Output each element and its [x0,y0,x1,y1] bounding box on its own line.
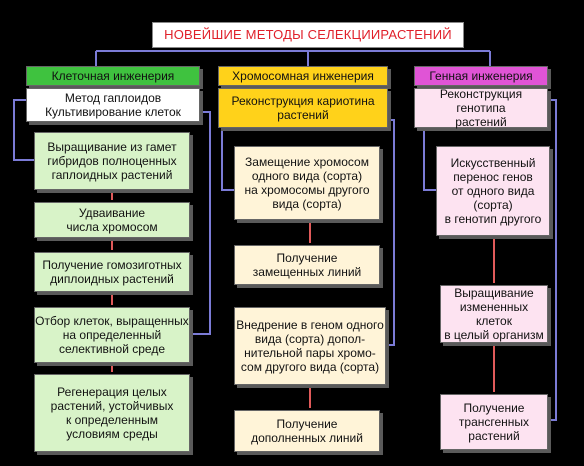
col2-step-4: Получение дополненных линий [234,410,380,452]
col1-left-bracket [13,99,34,161]
col2-right-bracket [386,119,395,346]
header-cell-engineering: Клеточная инженерия [26,66,200,86]
header-gene-engineering: Генная инженерия [414,66,548,86]
subheader-gene-engineering: Реконструкция генотипа растений [414,87,548,129]
col3-step-2: Выращивание измененных клеток в целый ор… [440,285,548,343]
subheader-cell-engineering: Метод гаплоидов Культивирование клеток [26,88,200,122]
diagram-title: НОВЕЙШИЕ МЕТОДЫ СЕЛЕКЦИИРАСТЕНИЙ [152,22,464,48]
col2-step-2: Получение замещенных линий [234,245,380,285]
col1-step-2: Удваивание числа хромосом [34,202,190,238]
col1-right-bracket [190,111,211,335]
col1-step-3: Получение гомозиготных диплоидных растен… [34,252,190,292]
col3-step-1: Искусственный перенос генов от одного ви… [436,146,550,236]
col3-right-bracket [548,99,557,421]
col1-step-5: Регенерация целых растений, устойчивых к… [34,374,190,452]
col2-step-3: Внедрение в геном одного вида (сорта) до… [234,307,386,385]
col1-step-1: Выращивание из гамет гибридов полноценны… [34,132,190,190]
col3-left-bracket [423,110,436,191]
col1-step-4: Отбор клеток, выращенных на определенный… [34,307,190,363]
col3-step-3: Получение трансгенных растений [440,394,548,450]
header-chromosome-engineering: Хромосомная инженерия [218,66,388,86]
subheader-chromosome-engineering: Реконструкция кариотина растений [218,88,388,128]
col2-step-1: Замещение хромосом одного вида (сорта) н… [234,146,380,220]
